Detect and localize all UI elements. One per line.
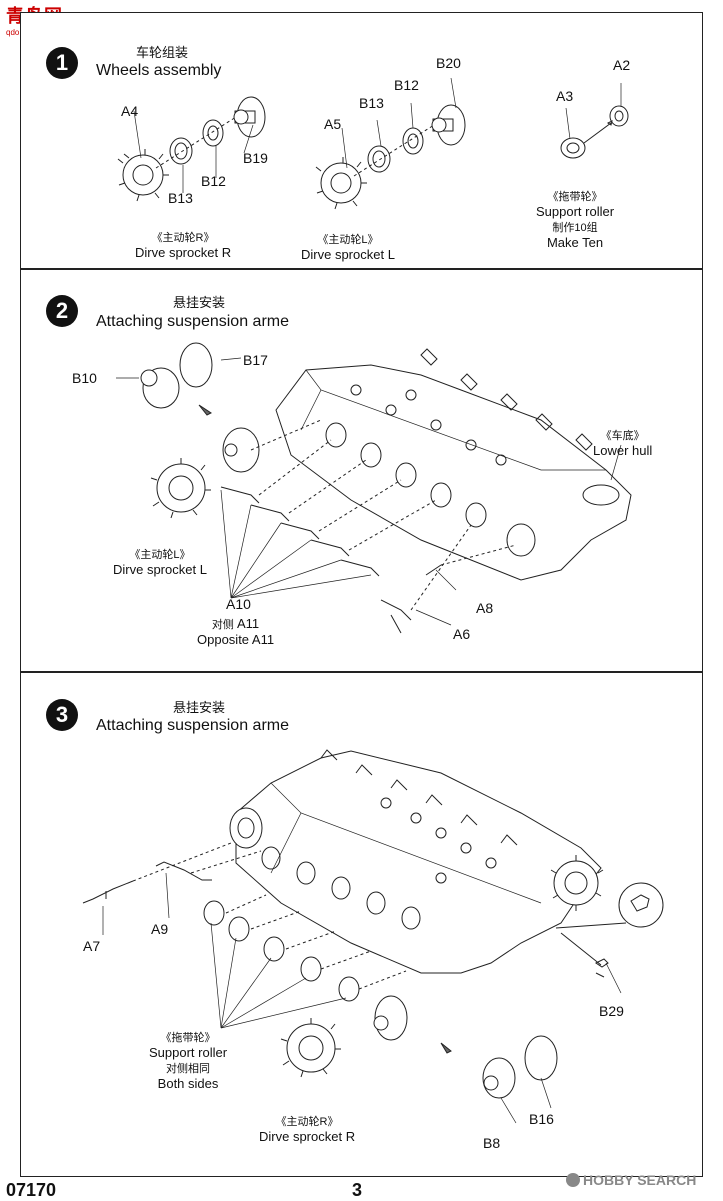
step-1-title-en: Wheels assembly — [96, 62, 222, 79]
caption-sprocket-r: 《主动轮R》 Dirve sprocket R — [135, 229, 231, 260]
brand-watermark: HOBBY SEARCH — [566, 1172, 696, 1188]
label-a4: A4 — [121, 103, 139, 119]
caption-make-ten-en: Make Ten — [546, 235, 604, 250]
caption-sprocket-l-2-en: Dirve sprocket L — [113, 562, 207, 577]
caption-sprocket-r-en: Dirve sprocket R — [135, 245, 232, 260]
caption-support-roller-2-cn: 《拖带轮》 — [160, 1032, 216, 1044]
step-number-3: 3 — [46, 699, 78, 731]
wheels-assembly-illustration — [117, 77, 629, 210]
caption-sprocket-l-cn: 《主动轮L》 — [317, 234, 379, 246]
caption-lower-hull-en: Lower hull — [593, 443, 653, 458]
support-roller-drawing — [560, 105, 629, 159]
step-1-title-cn: 车轮组装 — [136, 45, 189, 60]
page-number: 3 — [352, 1180, 363, 1200]
caption-make-ten-cn: 制作10组 — [552, 222, 598, 234]
caption-sprocket-r-2: 《主动轮R》 Dirve sprocket R — [259, 1113, 355, 1144]
label-b19: B19 — [243, 150, 268, 166]
opposite-en: Opposite A11 — [197, 632, 275, 647]
step-number-1: 1 — [46, 47, 78, 79]
caption-support-roller-en: Support roller — [536, 204, 615, 219]
caption-both-sides-en: Both sides — [157, 1076, 219, 1091]
caption-sprocket-l: 《主动轮L》 Dirve sprocket L — [301, 231, 395, 262]
caption-sprocket-r-2-en: Dirve sprocket R — [259, 1129, 356, 1144]
step-3-title-en: Attaching suspension arme — [96, 717, 289, 734]
caption-support-roller-2: 《拖带轮》 Support roller 对侧相同 Both sides — [149, 1029, 227, 1091]
caption-opposite-a11: 对侧 A11 Opposite A11 — [197, 616, 274, 647]
sprocket-drawing — [150, 427, 260, 519]
label-b12-r: B12 — [201, 173, 226, 189]
caption-sprocket-r-2-cn: 《主动轮R》 — [275, 1116, 339, 1128]
brand-text: HOBBY SEARCH — [583, 1172, 697, 1188]
caption-both-sides-cn: 对侧相同 — [166, 1063, 211, 1075]
label-a6: A6 — [453, 626, 471, 642]
label-b16: B16 — [529, 1111, 554, 1127]
label-b13-l: B13 — [359, 95, 384, 111]
step-2-panel: 2 悬挂安装 Attaching suspension arme — [20, 269, 703, 672]
step-number-2: 2 — [46, 295, 78, 327]
suspension-step2-illustration — [116, 342, 632, 634]
label-b17: B17 — [243, 352, 268, 368]
label-b13-r: B13 — [168, 190, 193, 206]
opposite-a11: A11 — [236, 616, 260, 631]
caption-support-roller: 《拖带轮》 Support roller 制作10组 Make Ten — [536, 188, 614, 250]
label-b29: B29 — [599, 1003, 624, 1019]
step-2-title-en: Attaching suspension arme — [96, 313, 289, 330]
step-2-title-cn: 悬挂安装 — [173, 295, 226, 310]
label-a7: A7 — [83, 938, 101, 954]
caption-sprocket-l-2-cn: 《主动轮L》 — [129, 549, 191, 561]
caption-sprocket-l-en: Dirve sprocket L — [301, 247, 395, 262]
sprocket-r-drawing — [117, 96, 266, 202]
opposite-cn: 对侧 — [211, 619, 234, 631]
label-a2: A2 — [613, 57, 631, 73]
caption-support-roller-2-en: Support roller — [149, 1045, 228, 1060]
caption-sprocket-l-2: 《主动轮L》 Dirve sprocket L — [113, 546, 207, 577]
label-b20: B20 — [436, 55, 461, 71]
label-a10: A10 — [226, 596, 251, 612]
label-a8: A8 — [476, 600, 494, 616]
idler-b10-drawing — [140, 342, 213, 409]
step-3-panel: 3 悬挂安装 Attaching suspension arme — [20, 672, 703, 1177]
kit-code: 07170 — [6, 1180, 57, 1200]
caption-sprocket-r-cn: 《主动轮R》 — [151, 232, 215, 244]
label-a9: A9 — [151, 921, 169, 937]
caption-lower-hull-cn: 《车底》 — [600, 430, 645, 442]
caption-lower-hull: 《车底》 Lower hull — [593, 427, 652, 458]
step-3-title-cn: 悬挂安装 — [173, 700, 226, 715]
caption-support-roller-cn: 《拖带轮》 — [547, 191, 603, 203]
label-b8: B8 — [483, 1135, 501, 1151]
brand-badge-icon — [566, 1173, 580, 1187]
label-b12-l: B12 — [394, 77, 419, 93]
suspension-step3-illustration — [82, 749, 664, 1124]
label-a5: A5 — [324, 116, 342, 132]
label-b10: B10 — [72, 370, 97, 386]
label-a3: A3 — [556, 88, 574, 104]
sprocket-l-drawing — [315, 104, 466, 210]
step-1-panel: 1 车轮组装 Wheels assembly — [20, 12, 703, 269]
opposite-line1: 对侧 A11 — [211, 616, 260, 631]
